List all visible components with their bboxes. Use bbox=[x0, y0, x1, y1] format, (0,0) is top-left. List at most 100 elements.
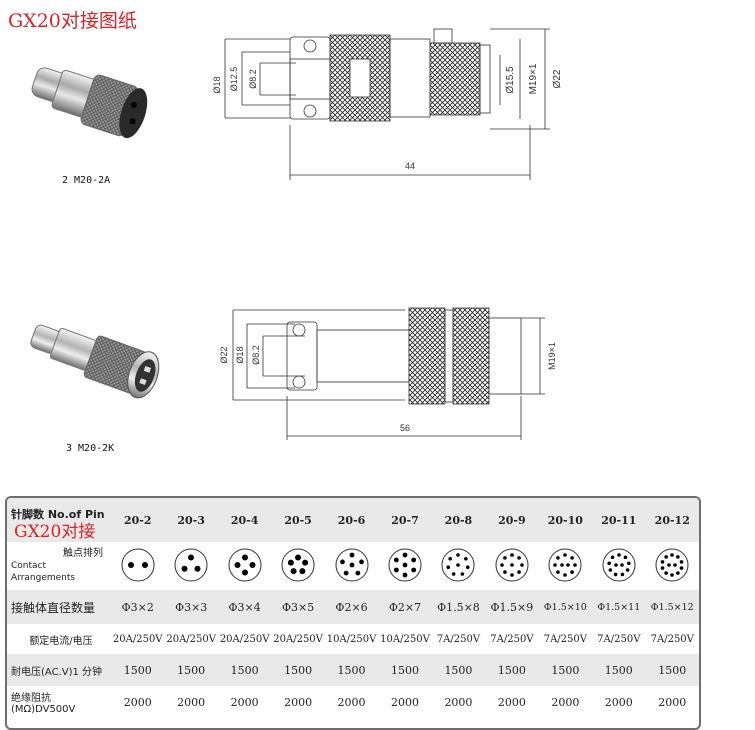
current-cell: 20A/250V bbox=[273, 633, 323, 645]
pin-face-ring bbox=[174, 548, 208, 581]
row-current: 额定电流/电压 20A/250V 20A/250V 20A/250V 20A/2… bbox=[7, 624, 699, 654]
pin-dot bbox=[234, 561, 241, 568]
pin-header: 20-7 bbox=[378, 498, 432, 542]
current-cell: 20A/250V bbox=[112, 633, 163, 645]
label-pin-count: 针脚数 No.of Pin bbox=[7, 498, 111, 542]
pin-dot bbox=[510, 552, 514, 557]
diameter-cell: Φ3×2 bbox=[111, 590, 165, 624]
pin-dot bbox=[610, 555, 615, 559]
pin-header: 20-11 bbox=[592, 498, 646, 542]
pin-face-ring bbox=[281, 548, 315, 581]
pin-dot bbox=[249, 561, 256, 568]
pin-dot bbox=[670, 572, 675, 577]
pin-header: 20-12 bbox=[645, 498, 699, 542]
diameter-cell: Φ1.5×9 bbox=[485, 590, 539, 624]
voltage-cell: 1500 bbox=[485, 654, 539, 686]
current-cell: 7A/250V bbox=[597, 633, 641, 645]
pin-dot bbox=[402, 572, 408, 577]
voltage-cell: 1500 bbox=[217, 654, 272, 686]
pin-dot bbox=[456, 552, 461, 557]
pin-header: 20-8 bbox=[431, 498, 486, 542]
label-contact-cn: 触点排列 bbox=[63, 548, 103, 559]
pin-dot bbox=[510, 562, 514, 567]
pin-layout-9 bbox=[495, 548, 529, 581]
pin-layout-4 bbox=[228, 548, 262, 581]
pin-layout-2 bbox=[121, 548, 155, 581]
current-cell: 7A/250V bbox=[436, 633, 481, 645]
diameter-cell: Φ2×7 bbox=[378, 590, 432, 624]
pin-dot bbox=[563, 552, 568, 557]
page-title: GX20对接图纸 bbox=[8, 10, 137, 32]
pin-dot bbox=[566, 562, 571, 567]
pin-dot bbox=[625, 567, 630, 572]
pin-dot bbox=[660, 559, 665, 564]
row-insulation: 绝缘阻抗(MΩ)DV500V 2000 2000 2000 2000 2000 … bbox=[7, 686, 699, 718]
pin-layout-11 bbox=[602, 548, 636, 581]
pin-dot bbox=[466, 564, 470, 569]
drawing-plug: Ø22 Ø18 Ø8.2 M19×1 56 bbox=[219, 307, 557, 440]
pin-layout-10 bbox=[548, 548, 582, 581]
insulation-cell: 2000 bbox=[390, 695, 419, 709]
pin-dot bbox=[613, 562, 618, 567]
voltage-cell: 1500 bbox=[645, 654, 699, 686]
pin-layout-12 bbox=[655, 548, 689, 581]
pin-header: 20-5 bbox=[271, 498, 325, 542]
pin-dot bbox=[679, 559, 684, 564]
pin-dot bbox=[460, 571, 465, 576]
insulation-cell: 2000 bbox=[444, 695, 473, 709]
pin-dot bbox=[411, 557, 417, 562]
pin-dot bbox=[194, 565, 201, 572]
dim-d12-5: Ø12.5 bbox=[229, 67, 239, 92]
pin-dot bbox=[676, 570, 680, 575]
current-cell: 7A/250V bbox=[490, 633, 534, 645]
pin-dot bbox=[188, 554, 195, 560]
pin-dot bbox=[553, 562, 558, 567]
pin-header: 20-6 bbox=[324, 498, 379, 542]
current-cell: 10A/250V bbox=[326, 633, 377, 645]
pin-header: 20-4 bbox=[217, 498, 272, 542]
label-contact: 触点排列 Contact Arrangements bbox=[7, 542, 111, 590]
diameter-cell: Φ1.5×8 bbox=[431, 590, 486, 624]
row-pin-count: 针脚数 No.of Pin 20-2 20-3 20-4 20-5 20-6 2… bbox=[7, 498, 699, 542]
pin-dot bbox=[402, 562, 408, 567]
pin-dot bbox=[667, 562, 672, 567]
pin-layout-5 bbox=[281, 548, 315, 581]
insulation-cell: 2000 bbox=[497, 695, 526, 709]
pin-dot bbox=[573, 562, 578, 567]
dim-d18: Ø18 bbox=[212, 76, 222, 93]
insulation-cell: 2000 bbox=[551, 695, 580, 709]
pin-layout-8 bbox=[441, 548, 475, 581]
pin-dot bbox=[570, 569, 575, 574]
current-cell: 10A/250V bbox=[380, 633, 430, 645]
insulation-cell: 2000 bbox=[337, 695, 366, 709]
pin-layout-7 bbox=[388, 548, 422, 581]
current-cell: 7A/250V bbox=[650, 633, 694, 645]
pin-dot bbox=[623, 555, 628, 559]
diameter-cell: Φ2×6 bbox=[324, 590, 379, 624]
pin-dot bbox=[556, 555, 561, 560]
pin-header: 20-10 bbox=[538, 498, 593, 542]
pin-dot bbox=[446, 564, 451, 569]
dim-m19: M19×1 bbox=[528, 63, 539, 94]
pin-header: 20-3 bbox=[164, 498, 218, 542]
pin-face-ring bbox=[121, 548, 155, 581]
pin-dot bbox=[290, 567, 297, 574]
pin-dot bbox=[676, 554, 680, 559]
voltage-cell: 1500 bbox=[592, 654, 646, 686]
pin-dot bbox=[660, 565, 665, 570]
pin-layout-6 bbox=[335, 548, 369, 581]
pin-dot bbox=[355, 570, 360, 575]
pin-face-ring bbox=[228, 548, 262, 581]
pin-dot bbox=[402, 552, 408, 557]
insulation-cell: 2000 bbox=[658, 695, 687, 709]
pin-dot bbox=[556, 569, 561, 574]
pin-dot bbox=[452, 571, 456, 576]
drawing-socket: Ø18 Ø12.5 Ø8.2 Ø15.5 M19×1 Ø22 44 bbox=[212, 28, 563, 180]
insulation-cell: 2000 bbox=[177, 695, 206, 709]
diameter-cell: Φ1.5×11 bbox=[592, 590, 646, 624]
pin-dot bbox=[570, 555, 575, 560]
voltage-cell: 1500 bbox=[164, 654, 218, 686]
pin-dot bbox=[613, 572, 618, 576]
connector-photo-socket bbox=[31, 67, 148, 139]
pin-header: 20-9 bbox=[485, 498, 539, 542]
